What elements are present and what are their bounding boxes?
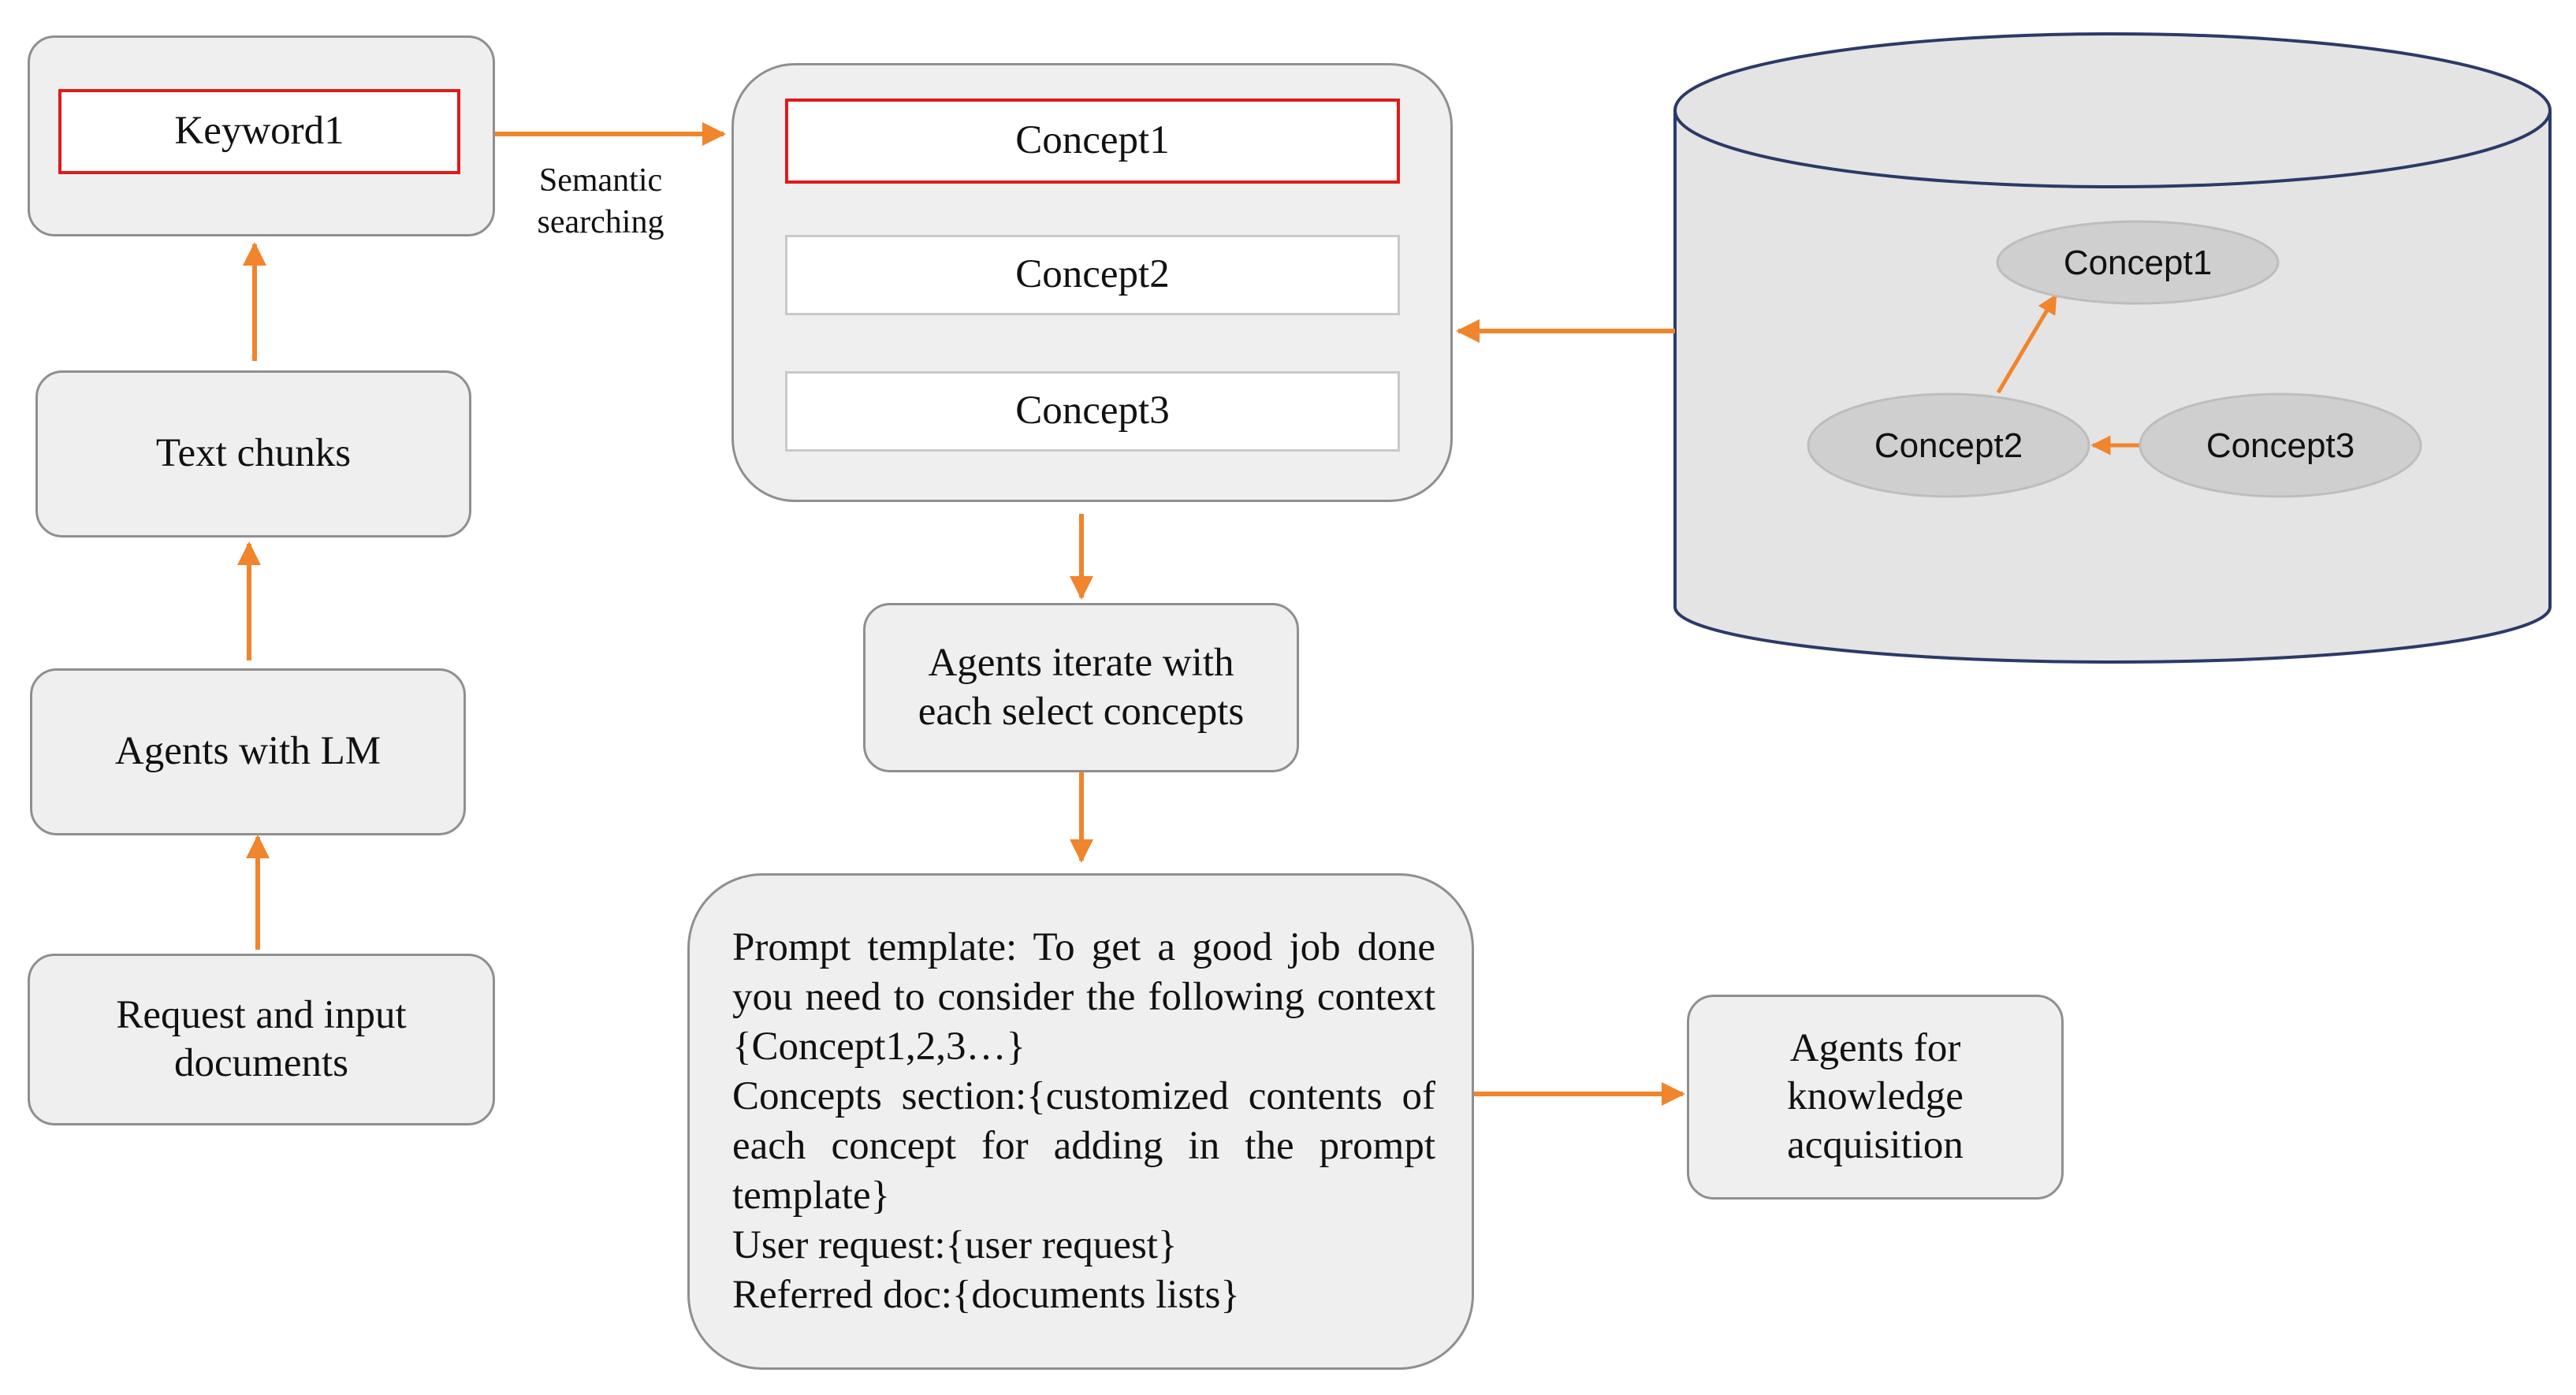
semantic-searching-label: Semantic searching <box>537 162 664 240</box>
concept-item-3: Concept3 <box>785 371 1400 452</box>
prompt-template-box: Prompt template: To get a good job done … <box>687 873 1474 1370</box>
prompt-line-template: Prompt template: To get a good job done … <box>732 925 1435 1069</box>
concept-item-2-label: Concept2 <box>1015 252 1170 297</box>
concept-item-1: Concept1 <box>785 99 1400 184</box>
concept-item-1-label: Concept1 <box>1015 118 1170 163</box>
db-node-concept2: Concept2 <box>1807 392 2090 498</box>
concept-item-2: Concept2 <box>785 235 1400 315</box>
concepts-box: Concept1 Concept2 Concept3 <box>731 63 1453 502</box>
keyword-label: Keyword1 <box>174 109 344 154</box>
prompt-line-user-request: User request:{user request} <box>732 1223 1178 1267</box>
database-cylinder <box>1673 32 2552 664</box>
prompt-template-text: Prompt template: To get a good job done … <box>732 923 1435 1320</box>
request-label-line1: Request and input <box>116 992 407 1037</box>
keyword-box: Keyword1 <box>28 35 495 236</box>
agents-lm-box: Agents with LM <box>30 668 466 835</box>
request-documents-box: Request and input documents <box>28 954 495 1125</box>
db-node-concept3: Concept3 <box>2139 392 2422 498</box>
agents-iterate-box: Agents iterate with each select concepts <box>863 603 1299 772</box>
agents-lm-label: Agents with LM <box>114 729 382 774</box>
prompt-line-referred-doc: Referred doc:{documents lists} <box>732 1273 1240 1317</box>
keyword-item: Keyword1 <box>58 89 460 174</box>
concept-item-3-label: Concept3 <box>1015 389 1170 433</box>
text-chunks-box: Text chunks <box>35 370 471 538</box>
knowledge-label-line1: Agents for <box>1789 1026 1961 1071</box>
db-node-concept2-label: Concept2 <box>1874 426 2023 465</box>
db-node-concept1: Concept1 <box>1996 220 2280 305</box>
db-node-concept3-label: Concept3 <box>2206 426 2355 465</box>
arrow-db-concept2-to-concept1 <box>1996 293 2058 394</box>
knowledge-label-line3: acquisition <box>1787 1122 1964 1167</box>
text-chunks-label: Text chunks <box>155 431 352 476</box>
request-label-line2: documents <box>174 1041 348 1085</box>
db-node-concept1-label: Concept1 <box>2064 244 2212 282</box>
iterate-label-line2: each select concepts <box>918 689 1245 734</box>
iterate-label-line1: Agents iterate with <box>928 641 1234 686</box>
prompt-line-concepts: Concepts section:{customized contents of… <box>732 1074 1435 1218</box>
knowledge-label-line2: knowledge <box>1787 1074 1964 1119</box>
knowledge-acquisition-box: Agents for knowledge acquisition <box>1687 995 2064 1200</box>
